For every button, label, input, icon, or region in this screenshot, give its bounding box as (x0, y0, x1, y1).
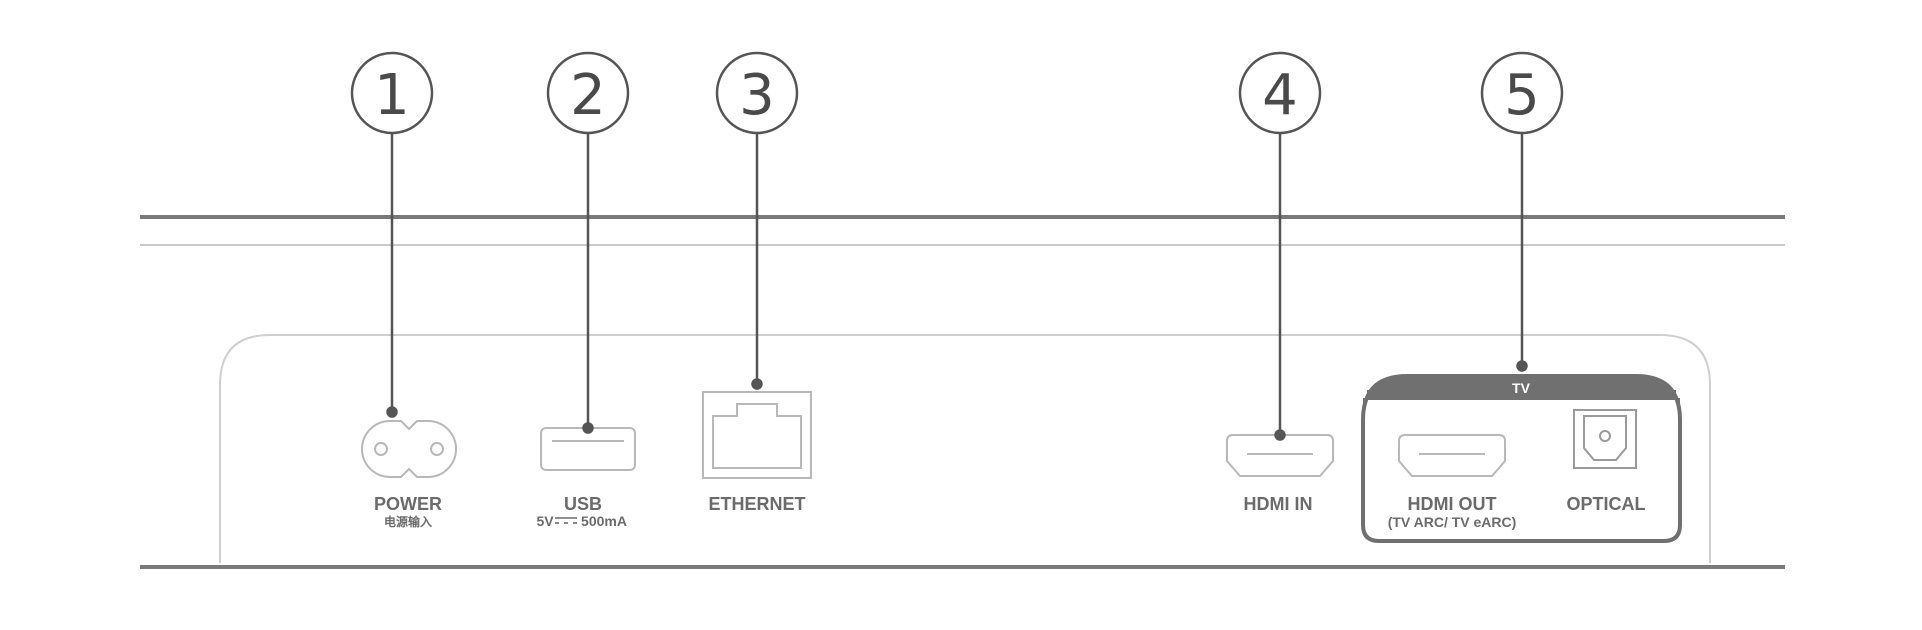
power-sublabel: 电源输入 (384, 514, 432, 529)
callout-number-2: 2 (570, 63, 606, 128)
power-port-icon (361, 420, 457, 478)
optical-port-icon (1573, 409, 1637, 469)
dc-symbol-icon (555, 517, 577, 524)
callout-number-5: 5 (1504, 63, 1540, 128)
usb-port-icon (540, 427, 636, 471)
housing-top-lines (140, 215, 1785, 246)
hdmi-in-port-icon (1226, 434, 1334, 477)
tv-group-label: TV (1512, 380, 1531, 396)
callout-5: 5 (1480, 51, 1564, 135)
callout-2: 2 (546, 51, 630, 135)
ethernet-label: ETHERNET (708, 494, 805, 514)
ethernet-port-icon (702, 391, 812, 479)
usb-label: USB (564, 494, 602, 514)
usb-voltage: 5V (536, 513, 554, 529)
power-label: POWER (374, 494, 442, 514)
tv-group-bracket: TV (1361, 374, 1682, 543)
callout-leaders (386, 134, 1528, 441)
callout-3: 3 (715, 51, 799, 135)
callout-number-1: 1 (374, 63, 410, 128)
callout-number-4: 4 (1262, 63, 1298, 128)
callout-4: 4 (1238, 51, 1322, 135)
callout-1: 1 (350, 51, 434, 135)
hdmi-out-port-icon (1398, 434, 1506, 477)
usb-current: 500mA (581, 513, 627, 529)
hdmi-out-sublabel: (TV ARC/ TV eARC) (1388, 514, 1517, 530)
hdmi-out-label: HDMI OUT (1408, 494, 1497, 514)
callout-number-3: 3 (739, 63, 775, 128)
optical-label: OPTICAL (1567, 494, 1646, 514)
usb-rating: 5V 500mA (536, 513, 627, 529)
rear-panel-outline (219, 334, 1711, 563)
hdmi-in-label: HDMI IN (1244, 494, 1313, 514)
